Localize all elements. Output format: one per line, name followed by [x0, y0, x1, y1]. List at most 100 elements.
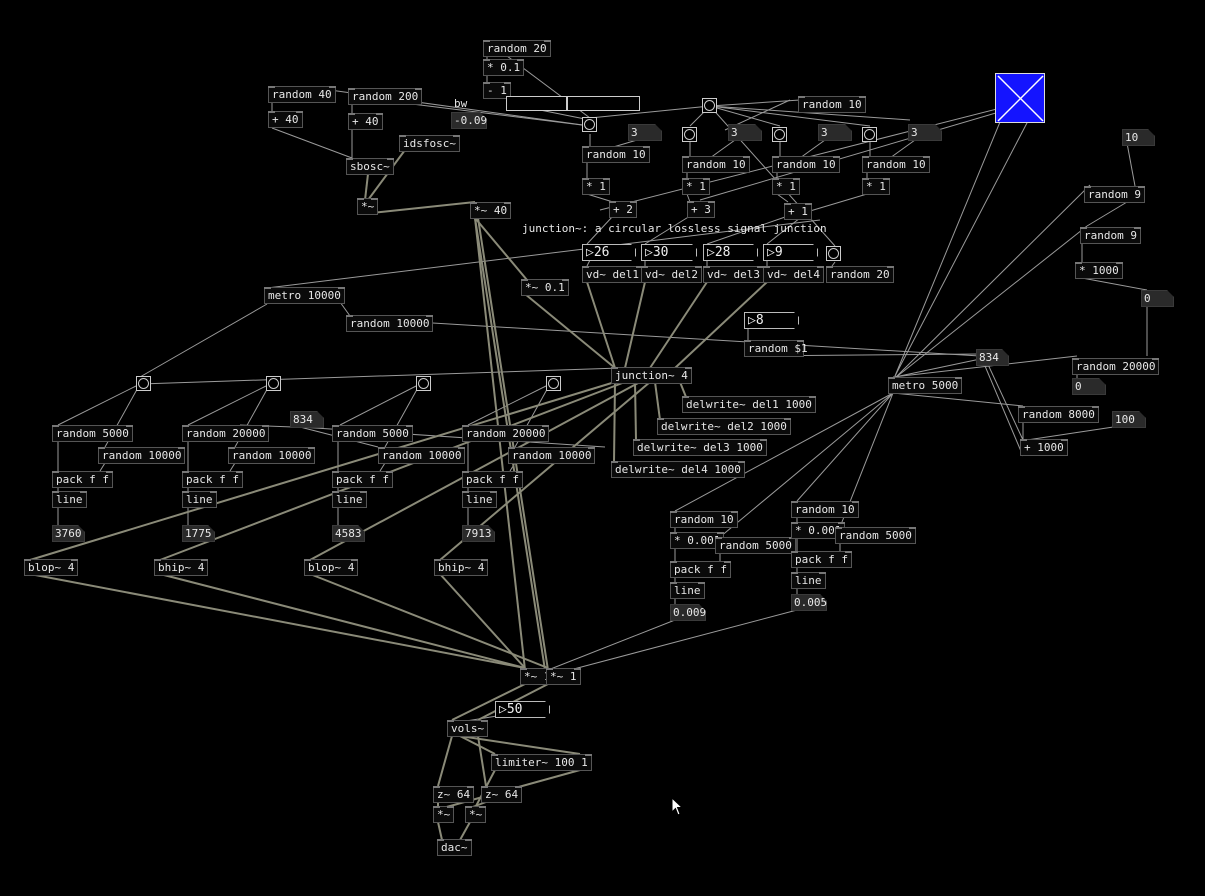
random-10000-object[interactable]: random 10000: [346, 315, 434, 332]
random-20000-object[interactable]: random 20000: [462, 425, 550, 442]
random-5000-object[interactable]: random 5000: [52, 425, 133, 442]
signal-multiply-0.1-object[interactable]: *~ 0.1: [521, 279, 569, 296]
bhip-filter-object[interactable]: bhip~ 4: [154, 559, 209, 576]
random-10-object[interactable]: random 10: [791, 501, 859, 518]
metro-10000-object[interactable]: metro 10000: [264, 287, 345, 304]
number-box[interactable]: 3: [728, 124, 762, 141]
bang-button[interactable]: [266, 376, 281, 391]
toggle-button[interactable]: [995, 73, 1045, 123]
limiter-object[interactable]: limiter~ 100 1: [491, 754, 592, 771]
number-box[interactable]: 100: [1112, 411, 1146, 428]
number-box[interactable]: 0: [1141, 290, 1174, 307]
delay-message-box[interactable]: ▷9: [763, 244, 818, 261]
random-10000-object[interactable]: random 10000: [98, 447, 186, 464]
bang-button[interactable]: [826, 246, 841, 261]
number-box[interactable]: 3: [908, 124, 942, 141]
bang-button[interactable]: [772, 127, 787, 142]
pack-object[interactable]: pack f f: [670, 561, 731, 578]
multiply-0.001-object[interactable]: * 0.001: [791, 522, 846, 539]
random-9-object[interactable]: random 9: [1080, 227, 1141, 244]
signal-multiply-object[interactable]: *~: [357, 198, 379, 215]
random-10-object[interactable]: random 10: [772, 156, 840, 173]
number-box[interactable]: 3760: [52, 525, 85, 542]
number-box[interactable]: 3: [628, 124, 662, 141]
multiply-1000-object[interactable]: * 1000: [1075, 262, 1123, 279]
bang-button[interactable]: [416, 376, 431, 391]
signal-multiply-40-object[interactable]: *~ 40: [470, 202, 512, 219]
random-40-object[interactable]: random 40: [268, 86, 336, 103]
random-20000-object[interactable]: random 20000: [182, 425, 270, 442]
number-box[interactable]: 10: [1122, 129, 1155, 146]
delwrite-del2-object[interactable]: delwrite~ del2 1000: [657, 418, 791, 435]
random-10-object[interactable]: random 10: [682, 156, 750, 173]
random-10-object[interactable]: random 10: [582, 146, 650, 163]
bhip-filter-object[interactable]: bhip~ 4: [434, 559, 489, 576]
random-10-object[interactable]: random 10: [798, 96, 866, 113]
idsfosc-object[interactable]: idsfosc~: [399, 135, 460, 152]
plus-1000-object[interactable]: + 1000: [1020, 439, 1068, 456]
line-object[interactable]: line: [462, 491, 497, 508]
pack-object[interactable]: pack f f: [791, 551, 852, 568]
plus-1-object[interactable]: + 1: [784, 203, 812, 220]
delay-message-box[interactable]: ▷28: [703, 244, 758, 261]
line-object[interactable]: line: [182, 491, 217, 508]
number-box[interactable]: 1775: [182, 525, 215, 542]
number-box[interactable]: 0.005: [791, 594, 827, 611]
horizontal-slider[interactable]: [506, 96, 640, 111]
vd-del2-object[interactable]: vd~ del2: [641, 266, 702, 283]
signal-multiply-object[interactable]: *~: [433, 806, 455, 823]
blop-filter-object[interactable]: blop~ 4: [304, 559, 359, 576]
random-8000-object[interactable]: random 8000: [1018, 406, 1099, 423]
random-dollar1-object[interactable]: random $1: [744, 340, 808, 357]
number-box[interactable]: 834: [290, 411, 324, 428]
random-200-object[interactable]: random 200: [348, 88, 423, 105]
number-box[interactable]: 0.009: [670, 604, 706, 621]
bang-button[interactable]: [582, 117, 597, 132]
line-object[interactable]: line: [52, 491, 87, 508]
bang-button[interactable]: [136, 376, 151, 391]
random-9-object[interactable]: random 9: [1084, 186, 1145, 203]
delwrite-del1-object[interactable]: delwrite~ del1 1000: [682, 396, 816, 413]
volume-message-box[interactable]: ▷50: [495, 701, 550, 718]
random-10000-object[interactable]: random 10000: [378, 447, 466, 464]
vd-del1-object[interactable]: vd~ del1: [582, 266, 643, 283]
random-10000-object[interactable]: random 10000: [228, 447, 316, 464]
random-20-object[interactable]: random 20: [826, 266, 894, 283]
z-delay-object[interactable]: z~ 64: [481, 786, 523, 803]
multiply-1-object[interactable]: * 1: [772, 178, 800, 195]
vd-del3-object[interactable]: vd~ del3: [703, 266, 764, 283]
metro-5000-object[interactable]: metro 5000: [888, 377, 963, 394]
random-10-object[interactable]: random 10: [862, 156, 930, 173]
bang-button[interactable]: [702, 98, 717, 113]
plus-2-object[interactable]: + 2: [609, 201, 637, 218]
message-box[interactable]: ▷8: [744, 312, 799, 329]
number-box[interactable]: 4583: [332, 525, 365, 542]
multiply-0.1-object[interactable]: * 0.1: [483, 59, 525, 76]
plus-40-object[interactable]: + 40: [268, 111, 303, 128]
signal-multiply-1-object[interactable]: *~ 1: [546, 668, 581, 685]
sbosc-object[interactable]: sbosc~: [346, 158, 394, 175]
pack-object[interactable]: pack f f: [462, 471, 523, 488]
random-5000-object[interactable]: random 5000: [835, 527, 916, 544]
signal-multiply-object[interactable]: *~: [465, 806, 487, 823]
vols-object[interactable]: vols~: [447, 720, 489, 737]
plus-3-object[interactable]: + 3: [687, 201, 715, 218]
bw-number-box[interactable]: -0.09: [451, 112, 487, 129]
z-delay-object[interactable]: z~ 64: [433, 786, 475, 803]
junction-object[interactable]: junction~ 4: [611, 367, 692, 384]
number-box[interactable]: 3: [818, 124, 852, 141]
minus-1-object[interactable]: - 1: [483, 82, 511, 99]
random-20000-object[interactable]: random 20000: [1072, 358, 1160, 375]
line-object[interactable]: line: [670, 582, 705, 599]
bang-button[interactable]: [546, 376, 561, 391]
line-object[interactable]: line: [791, 572, 826, 589]
multiply-1-object[interactable]: * 1: [582, 178, 610, 195]
line-object[interactable]: line: [332, 491, 367, 508]
random-5000-object[interactable]: random 5000: [715, 537, 796, 554]
delay-message-box[interactable]: ▷26: [582, 244, 636, 261]
pack-object[interactable]: pack f f: [182, 471, 243, 488]
bang-button[interactable]: [862, 127, 877, 142]
pack-object[interactable]: pack f f: [52, 471, 113, 488]
blop-filter-object[interactable]: blop~ 4: [24, 559, 79, 576]
